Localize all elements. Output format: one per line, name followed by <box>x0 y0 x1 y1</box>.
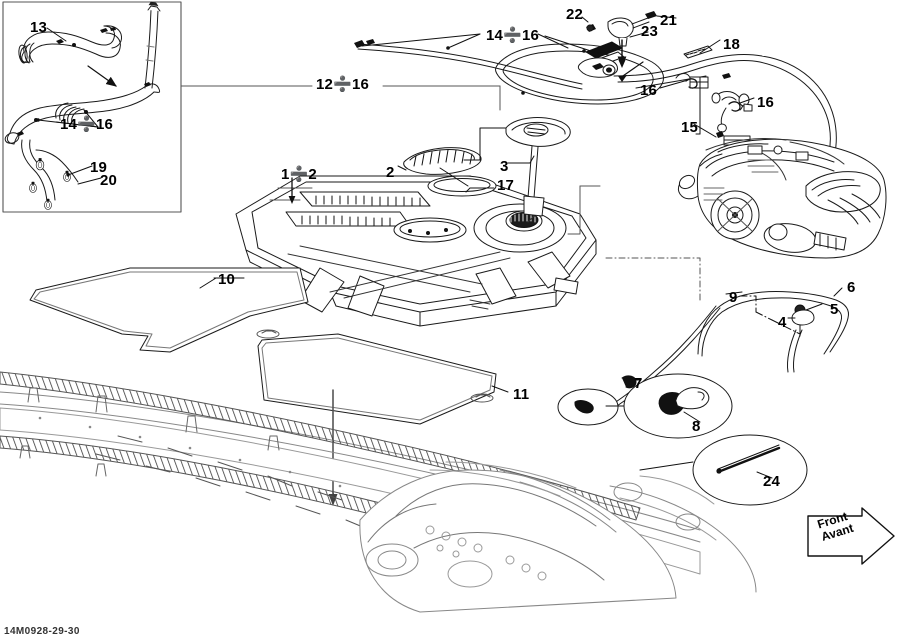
diagram-footer-code: 14M0928-29-30 <box>4 626 80 637</box>
fuel-cap-3 <box>505 117 571 223</box>
gasket-ring-17 <box>427 175 497 197</box>
callout-10: 10 <box>218 271 236 288</box>
artwork-root <box>0 1 895 613</box>
callout-16-a: 16 <box>640 82 658 99</box>
callout-23: 23 <box>641 23 659 40</box>
fuel-filter-screen-2 <box>403 147 482 175</box>
inset-detail-box <box>2 1 182 213</box>
fuel-tank-assembly <box>235 175 597 327</box>
callout-3: 3 <box>500 158 509 175</box>
callout-12-16: 12➗16 <box>316 76 370 93</box>
callout-15: 15 <box>681 119 699 136</box>
callout-8: 8 <box>692 418 701 435</box>
callout-9: 9 <box>729 289 738 306</box>
callout-7: 7 <box>634 375 643 392</box>
callout-24: 24 <box>763 473 781 490</box>
callout-13: 13 <box>30 19 48 36</box>
inset-hose-assembly <box>4 82 161 210</box>
hose-elbow-fitting <box>711 91 753 133</box>
elbow-part-23 <box>586 11 657 68</box>
callout-5: 5 <box>830 301 839 318</box>
mat-fastener <box>256 329 494 403</box>
callout-19: 19 <box>90 159 108 176</box>
detail-bubble-rod-24 <box>639 434 808 506</box>
callout-2: 2 <box>386 164 395 181</box>
floor-mat-11 <box>257 333 497 425</box>
inset-vertical-tube <box>144 1 161 89</box>
callout-22: 22 <box>566 6 584 23</box>
upper-hose-harness <box>354 11 677 105</box>
inset-hose-13 <box>18 25 122 64</box>
callout-6: 6 <box>847 279 856 296</box>
callout-21: 21 <box>660 12 678 29</box>
callout-4: 4 <box>778 314 787 331</box>
floor-mat-10 <box>29 267 309 353</box>
callout-16-b: 16 <box>757 94 775 111</box>
callout-18: 18 <box>723 36 741 53</box>
detail-bubble-clip <box>623 373 733 439</box>
front-avant-arrow <box>807 507 895 565</box>
engine-assembly <box>677 138 887 259</box>
callout-14-16-inset: 14➗16 <box>60 116 114 133</box>
right-hose-run <box>613 39 837 187</box>
chassis-frame-assembly <box>0 371 757 613</box>
callout-14-16-upper: 14➗16 <box>486 27 540 44</box>
callout-17: 17 <box>497 177 515 194</box>
hose-coupler-block <box>577 41 625 78</box>
callout-20: 20 <box>100 172 118 189</box>
callout-1-2: 1➗2 <box>281 166 317 183</box>
vent-tube-assembly <box>603 257 849 413</box>
callout-11: 11 <box>513 386 530 403</box>
